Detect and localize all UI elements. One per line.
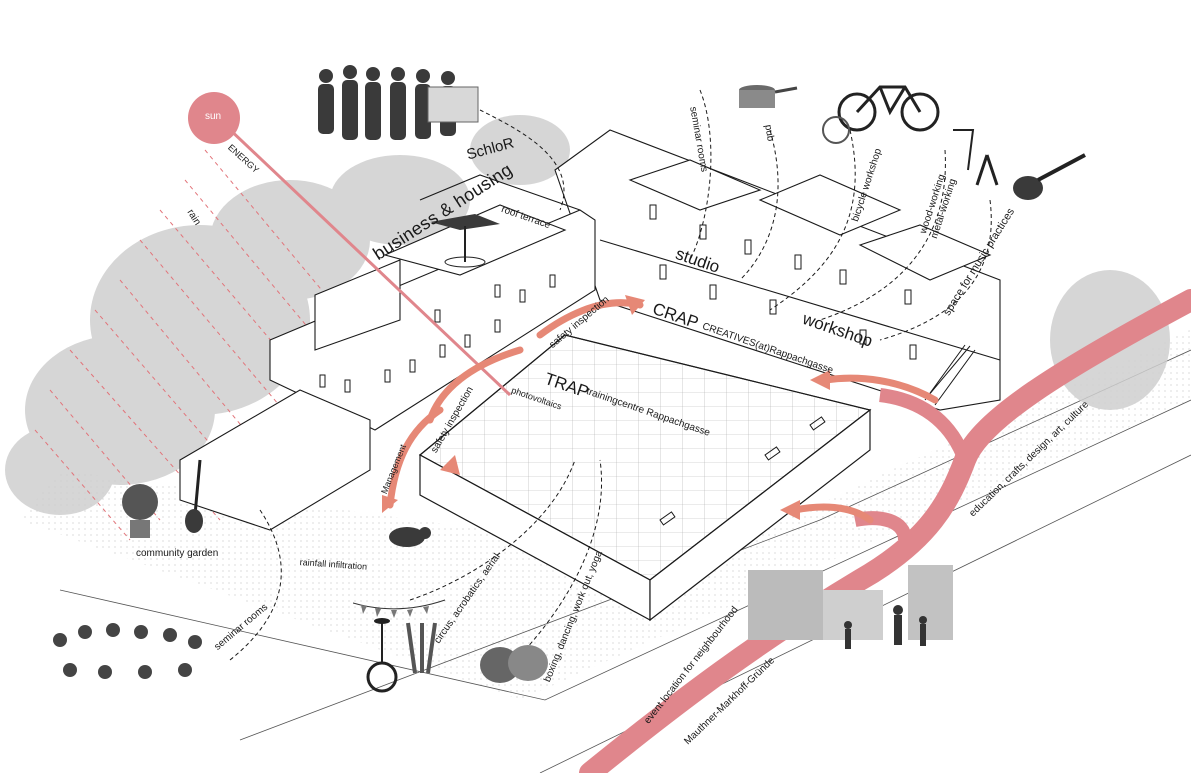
sun-label: sun [205,112,221,122]
pig-icon [385,522,435,552]
group-of-people-photo [308,62,483,157]
unicycle-icon [362,615,402,695]
seminar-circle-photo [45,620,215,695]
bicycle-wheel-icon [818,112,858,152]
pub-label: pub [762,124,775,142]
pliers-icon [972,150,1002,190]
juggling-clubs-icon [400,618,440,678]
guitar-icon [1010,150,1090,210]
shovel-icon [180,455,220,535]
saucepan-icon [735,78,805,118]
boxing-gloves-icon [478,635,553,695]
neighbourhood-photo [748,560,963,670]
potted-plant-icon [115,482,165,542]
community-garden-label: community garden [136,549,218,559]
